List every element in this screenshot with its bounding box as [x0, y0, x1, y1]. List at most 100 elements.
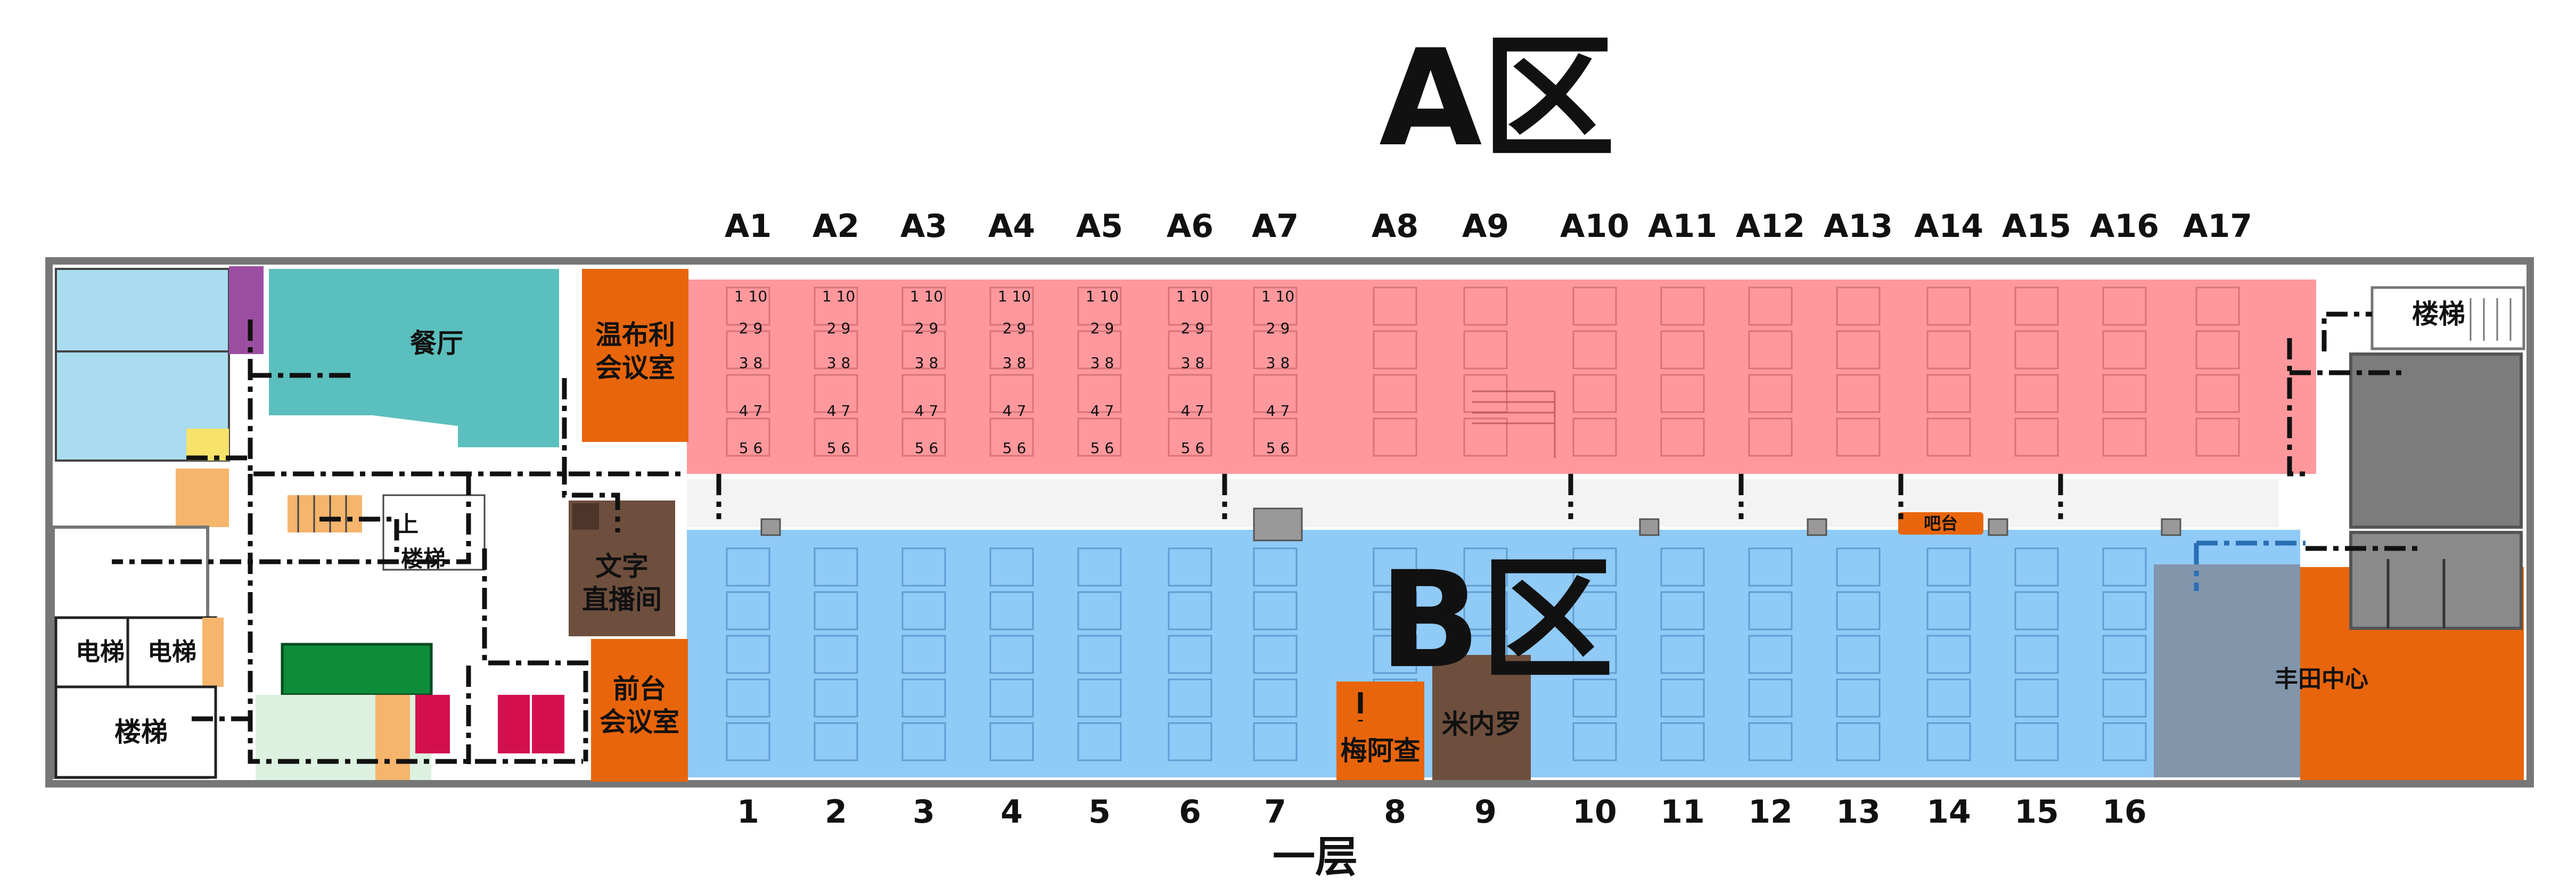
- room-wimbledon[interactable]: 温布利 会议室: [582, 298, 688, 405]
- column-label-b: 16: [2102, 793, 2147, 831]
- room-canteen[interactable]: 餐厅: [383, 319, 490, 367]
- stairs-left[interactable]: 楼梯: [96, 708, 186, 756]
- column-label-a: A3: [900, 208, 948, 245]
- column-label-a: A13: [1824, 208, 1893, 245]
- seat-number: 3 8: [739, 354, 763, 372]
- column-label-b: 11: [1660, 793, 1705, 831]
- column-label-b: 7: [1264, 793, 1286, 831]
- room-wimbledon-line2: 会议室: [595, 352, 675, 383]
- seat-number: 4 7: [914, 402, 939, 420]
- stairs-right-label: 楼梯: [2412, 298, 2465, 330]
- seat-number: 3 8: [914, 354, 939, 372]
- seat-number: 2 9: [1266, 319, 1290, 337]
- column-label-b: 6: [1179, 793, 1201, 831]
- room-milan-label: 米内罗: [1441, 708, 1522, 740]
- room-meazza[interactable]: 梅阿查: [1336, 724, 1424, 777]
- seat-number: 4 7: [1002, 402, 1027, 420]
- canteen-area: [269, 269, 559, 447]
- column-label-a: A4: [988, 208, 1036, 245]
- column-label-a: A5: [1076, 208, 1123, 245]
- room-reception-line1: 前台: [613, 673, 666, 704]
- seat-number: 2 9: [1002, 319, 1027, 337]
- seat-number: 3 8: [1180, 354, 1205, 372]
- column-label-a: A16: [2090, 208, 2159, 245]
- column-label-a: A7: [1251, 208, 1299, 245]
- zone-a-title: A区: [1379, 21, 1615, 176]
- seat-number: 2 9: [739, 319, 763, 337]
- room-toyota[interactable]: 丰田中心: [2252, 655, 2391, 703]
- column-label-a: A1: [724, 208, 772, 245]
- seat-number: 5 6: [914, 439, 939, 457]
- seat-number: 2 9: [1180, 319, 1205, 337]
- stairs-up-marker: 上: [391, 508, 423, 540]
- column-label-b: 2: [825, 793, 847, 831]
- room-wimbledon-line1: 温布利: [595, 319, 675, 350]
- seat-number: 5 6: [1180, 439, 1205, 457]
- column-label-b: 10: [1572, 793, 1617, 831]
- column-label-a: A14: [1914, 208, 1983, 245]
- column-label-b: 8: [1384, 793, 1406, 831]
- seat-number: 4 7: [739, 402, 763, 420]
- seat-number: 4 7: [826, 402, 851, 420]
- stairs-middle-label: 楼梯: [400, 545, 446, 572]
- seat-number: 1 10: [734, 288, 768, 305]
- seat-number: 4 7: [1180, 402, 1205, 420]
- column-label-b: 9: [1474, 793, 1497, 831]
- seat-number: 3 8: [1002, 354, 1027, 372]
- seat-number: 3 8: [1090, 354, 1114, 372]
- room-milan[interactable]: 米内罗: [1432, 698, 1531, 751]
- elevator-1-label: 电梯: [76, 637, 125, 667]
- seat-number: 1 10: [909, 288, 944, 305]
- seat-number: 1 10: [997, 288, 1031, 305]
- zone-b-title: B区: [1379, 543, 1614, 698]
- seat-number: 3 8: [1266, 354, 1290, 372]
- seat-number: 1 10: [1085, 288, 1119, 305]
- seat-number: 4 7: [1266, 402, 1290, 420]
- seat-number: 5 6: [1002, 439, 1027, 457]
- seat-number: 5 6: [739, 439, 763, 457]
- column-label-a: A15: [2002, 208, 2071, 245]
- stairs-middle[interactable]: 楼梯: [386, 540, 461, 578]
- column-label-b: 14: [1926, 793, 1971, 831]
- room-meazza-label: 梅阿查: [1340, 735, 1421, 766]
- column-label-a: A8: [1371, 208, 1419, 245]
- seat-number: 3 8: [826, 354, 851, 372]
- elevator-1[interactable]: 电梯: [58, 628, 143, 676]
- bar-counter-label: 吧台: [1923, 513, 1958, 534]
- seat-number: 1 10: [1261, 288, 1295, 305]
- seat-number: 2 9: [1090, 319, 1114, 337]
- zone-a-area: [687, 280, 2316, 474]
- column-label-a: A2: [812, 208, 860, 245]
- elevator-2-label: 电梯: [147, 637, 196, 667]
- column-label-b: 1: [737, 793, 759, 831]
- seat-number: 2 9: [826, 319, 851, 337]
- elevator-2[interactable]: 电梯: [129, 628, 215, 676]
- room-canteen-label: 餐厅: [410, 327, 463, 359]
- column-label-a: A6: [1166, 208, 1214, 245]
- column-label-b: 4: [1000, 793, 1023, 831]
- column-label-a: A11: [1648, 208, 1717, 245]
- seat-number: 5 6: [1266, 439, 1290, 457]
- stairs-right[interactable]: 楼梯: [2407, 290, 2471, 338]
- room-reception-line2: 会议室: [600, 707, 679, 737]
- bar-counter[interactable]: 吧台: [1898, 512, 1983, 535]
- seat-number: 5 6: [826, 439, 851, 457]
- column-label-b: 5: [1088, 793, 1111, 831]
- room-text-studio[interactable]: 文字 直播间: [569, 543, 675, 623]
- stairs-up-label: 上: [396, 511, 419, 537]
- column-label-a: A10: [1560, 208, 1629, 245]
- seat-number: 4 7: [1090, 402, 1114, 420]
- room-text-studio-line1: 文字: [595, 551, 649, 582]
- column-label-a: A9: [1462, 208, 1509, 245]
- seat-number: 1 10: [822, 288, 856, 305]
- column-label-b: 12: [1748, 793, 1793, 831]
- column-label-b: 13: [1836, 793, 1881, 831]
- column-label-a: A12: [1736, 208, 1805, 245]
- room-toyota-label: 丰田中心: [2275, 665, 2368, 693]
- room-text-studio-line2: 直播间: [582, 584, 662, 615]
- column-label-b: 15: [2014, 793, 2059, 831]
- room-reception[interactable]: 前台 会议室: [591, 660, 688, 751]
- floor-label: 一层: [1273, 832, 1358, 882]
- stairs-left-label: 楼梯: [114, 716, 168, 748]
